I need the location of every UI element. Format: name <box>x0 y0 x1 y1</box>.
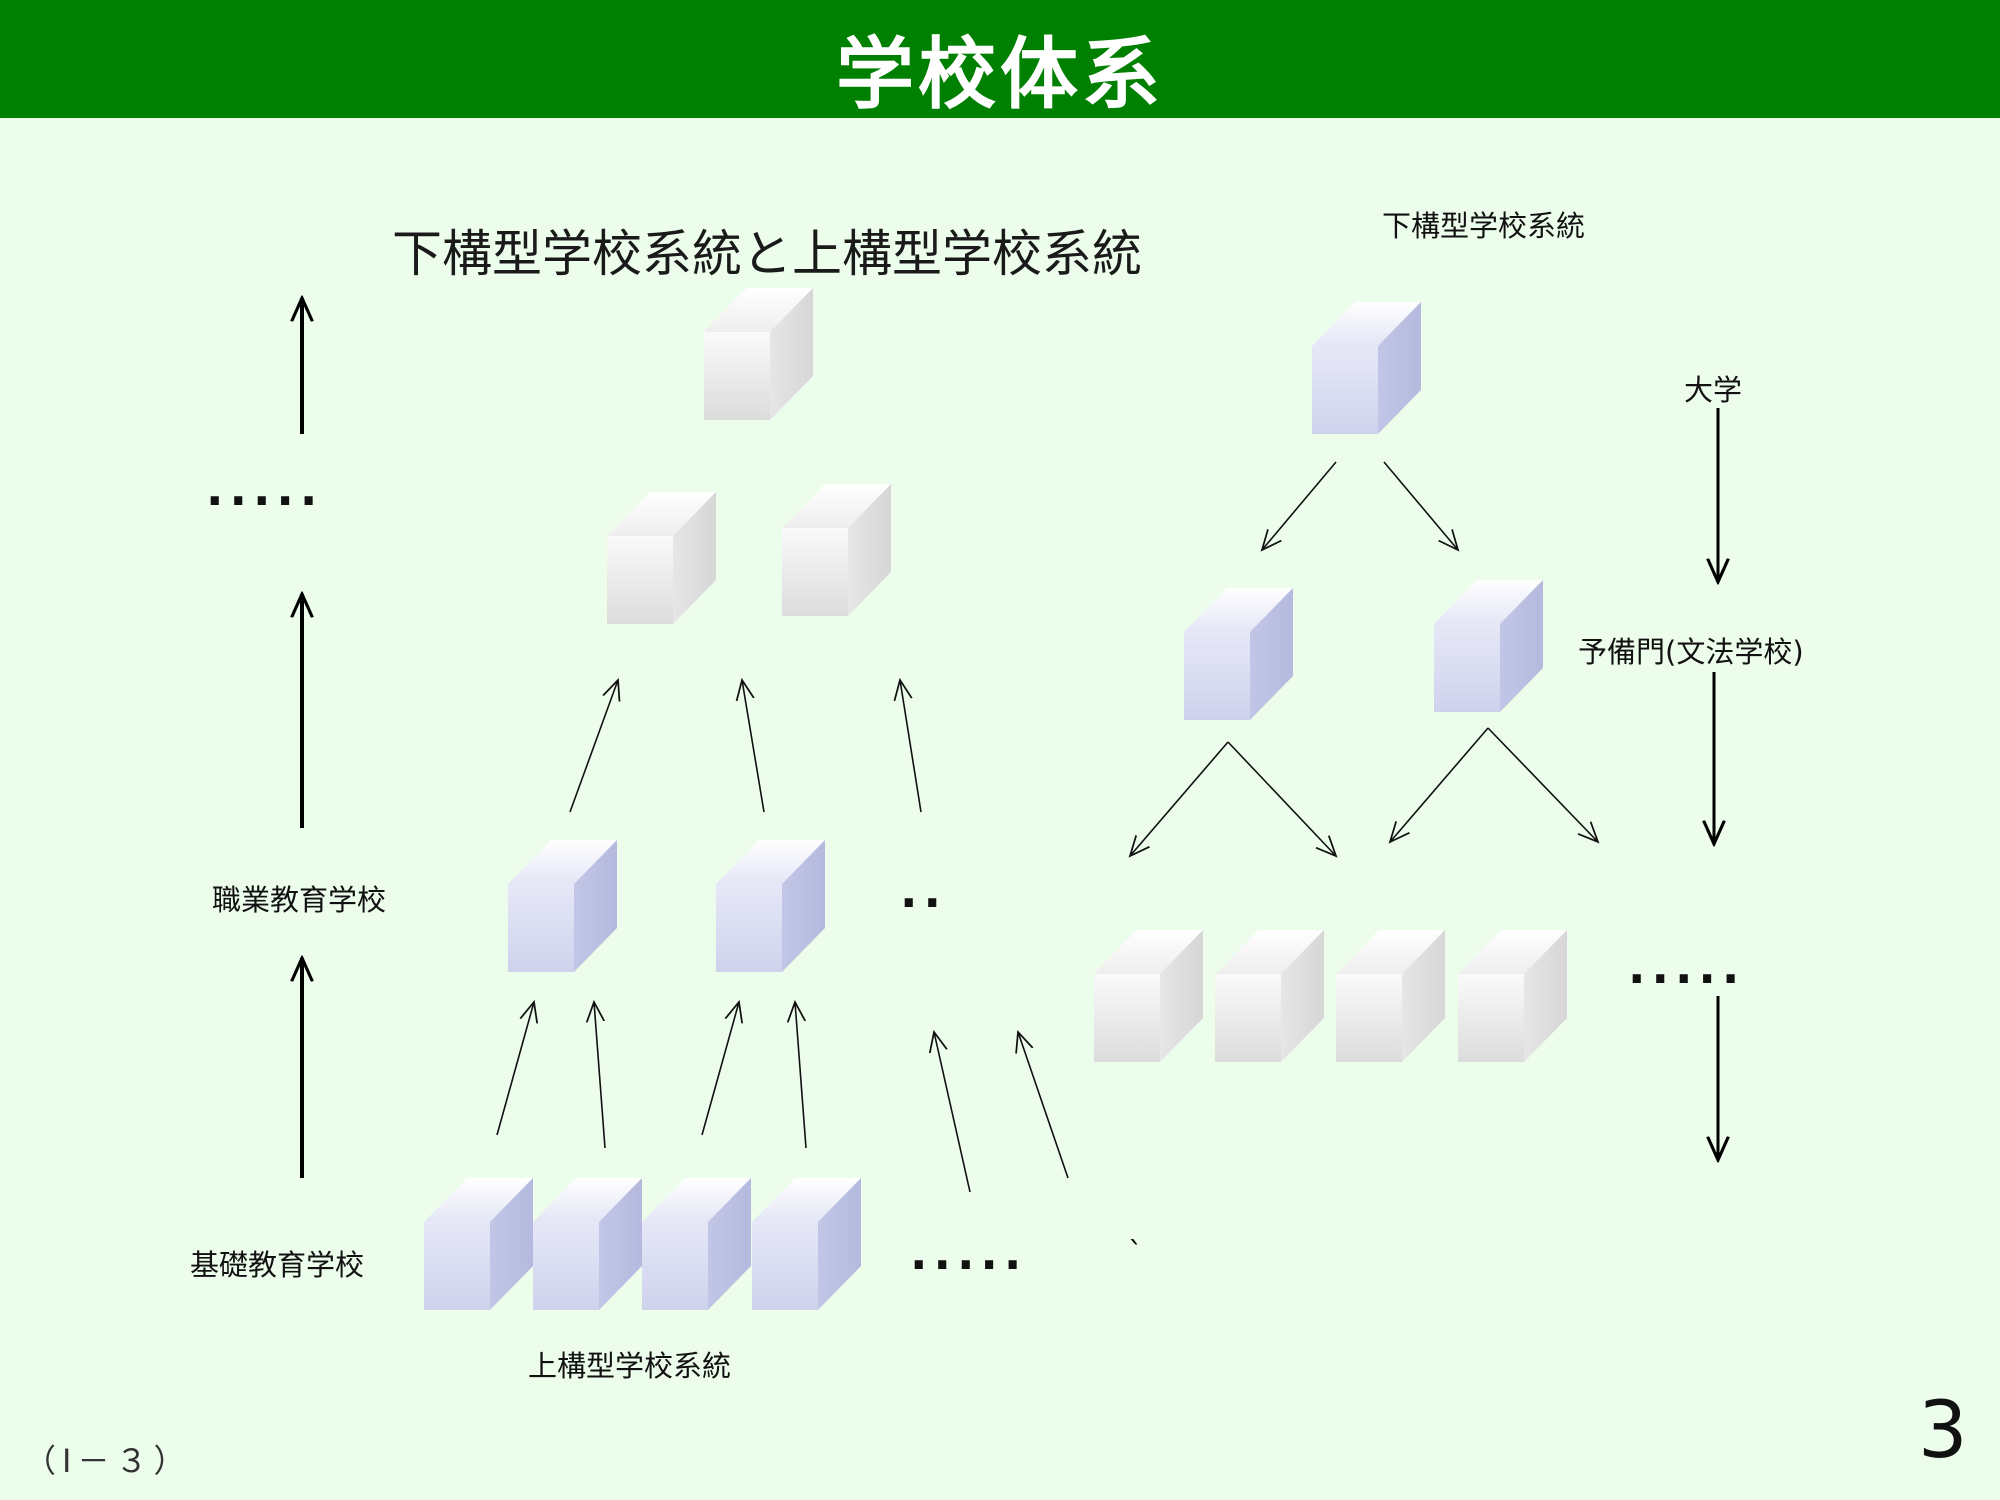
diagram-subtitle: 下構型学校系統と上構型学校系統 <box>392 225 1142 283</box>
cube-basic-2 <box>533 1178 642 1310</box>
page-number: 3 <box>1918 1386 1968 1476</box>
ellipsis-left-bottom: ..... <box>910 1226 1028 1280</box>
arrow-thin <box>742 680 765 813</box>
arrow-thin <box>1383 461 1458 550</box>
cube-preparatory-2 <box>1434 580 1543 712</box>
arrow-thin <box>1018 1032 1069 1179</box>
arrow-thin <box>1390 727 1489 842</box>
cube-lower-1 <box>1094 930 1203 1062</box>
arrow-thin <box>701 1002 739 1136</box>
arrow-thin <box>1130 741 1229 856</box>
cube-lower-4 <box>1458 930 1567 1062</box>
arrow-thin <box>900 680 922 813</box>
arrow-thin <box>569 680 618 813</box>
arrow-thin <box>1262 461 1337 550</box>
cube-basic-1 <box>424 1178 533 1310</box>
arrow-thin <box>1227 741 1336 856</box>
label-downward-system: 下構型学校系統 <box>1382 209 1586 243</box>
arrow-thin <box>1487 727 1598 842</box>
slide-code: （Ⅰ－３） <box>24 1442 192 1480</box>
ellipsis-right: ..... <box>1628 940 1746 994</box>
stray-mark: ` <box>1128 1236 1143 1271</box>
cube-upper-1 <box>607 492 716 624</box>
cube-upper-2 <box>782 484 891 616</box>
label-vocational-school: 職業教育学校 <box>212 883 387 917</box>
cube-university <box>1312 302 1421 434</box>
cube-top <box>704 288 813 420</box>
label-upward-system: 上構型学校系統 <box>528 1349 732 1383</box>
cube-vocational-1 <box>508 840 617 972</box>
cube-lower-2 <box>1215 930 1324 1062</box>
label-basic-school: 基礎教育学校 <box>190 1248 365 1282</box>
ellipsis-left-middle: .. <box>900 864 947 918</box>
cube-vocational-2 <box>716 840 825 972</box>
slide-title: 学校体系 <box>835 30 1164 120</box>
arrow-thin <box>934 1032 971 1193</box>
arrow-thin <box>496 1002 534 1136</box>
cube-lower-3 <box>1336 930 1445 1062</box>
cube-preparatory-1 <box>1184 588 1293 720</box>
label-university: 大学 <box>1684 373 1743 407</box>
title-bar <box>0 0 2000 118</box>
cube-basic-4 <box>752 1178 861 1310</box>
arrow-thin <box>594 1002 606 1149</box>
ellipsis-left-top: ..... <box>206 462 324 516</box>
cube-basic-3 <box>642 1178 751 1310</box>
arrow-thin <box>795 1002 807 1149</box>
label-preparatory-school: 予備門(文法学校) <box>1578 635 1804 669</box>
